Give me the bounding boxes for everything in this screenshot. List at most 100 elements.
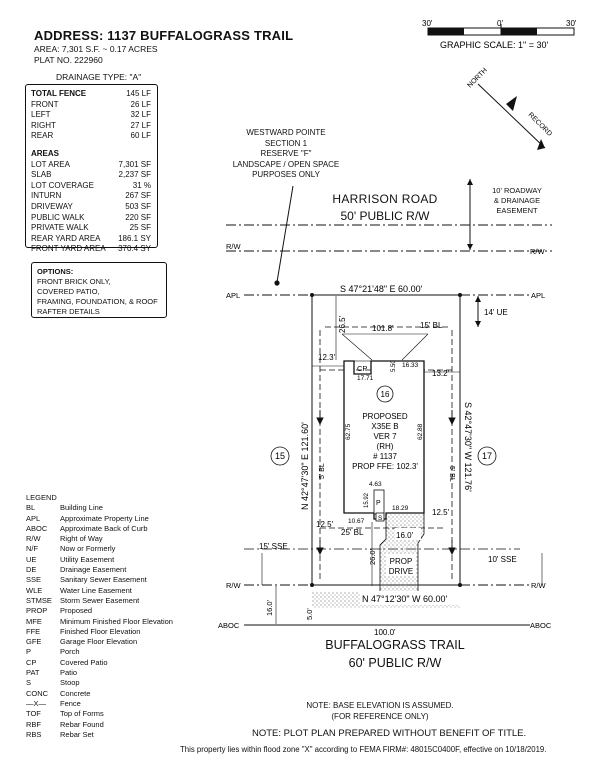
scale-tick-mid: 0' xyxy=(497,19,503,28)
legend-description: Approximate Back of Curb xyxy=(60,523,148,533)
house-label-line: X35E B xyxy=(371,422,398,431)
legend-description: Storm Sewer Easement xyxy=(60,595,140,605)
graphic-scale: 30' 0' 30' GRAPHIC SCALE: 1" = 30' xyxy=(422,19,577,50)
dim-1592: 15.92 xyxy=(364,492,370,508)
option-line: FRAMING, FOUNDATION, & ROOF xyxy=(37,297,158,306)
dim-1829: 18.29 xyxy=(392,505,409,512)
south-street-name: BUFFALOGRASS TRAIL xyxy=(325,638,465,652)
legend-description: Utility Easement xyxy=(60,554,115,564)
north-street-name: HARRISON ROAD xyxy=(332,192,438,206)
house-label-line: PROPOSED xyxy=(362,412,408,421)
area-row: INTURN 267 SF xyxy=(31,191,151,202)
scale-label: GRAPHIC SCALE: 1" = 30' xyxy=(440,40,548,50)
legend-abbrev: —X— xyxy=(26,698,47,708)
rear-bearing: S 47°21'48" E 60.00' xyxy=(340,284,423,294)
dim-50: 5.0' xyxy=(305,608,314,620)
legend-abbrev: CP xyxy=(26,657,37,667)
fence-key: FRONT xyxy=(31,99,59,109)
dim-160a: 16.0' xyxy=(396,531,414,540)
area-value: 186.1 SY xyxy=(118,233,151,243)
lot-number: 16 xyxy=(381,390,390,399)
area-key: LOT COVERAGE xyxy=(31,180,94,190)
lot-number-circle xyxy=(376,385,394,403)
area-value: 503 SF xyxy=(125,201,151,211)
dim-1000: 100.0' xyxy=(374,628,396,637)
reserve-note-line: PURPOSES ONLY xyxy=(252,170,320,179)
option-line: RAFTER DETAILS xyxy=(37,307,100,316)
dim-160b: 16.0' xyxy=(265,599,274,616)
legend-description: Right of Way xyxy=(60,534,103,544)
legend-abbrev: STMSE xyxy=(26,595,52,605)
legend-item: STMSE Storm Sewer Easement xyxy=(26,596,173,606)
legend-abbrev: TOF xyxy=(26,709,41,719)
elevation-note: NOTE: BASE ELEVATION IS ASSUMED. (FOR REF… xyxy=(290,700,470,722)
legend-description: Porch xyxy=(60,647,80,657)
dim-101: 101.8' xyxy=(372,324,394,333)
dim-123: 12.3' xyxy=(318,353,336,362)
area-value: 267 SF xyxy=(125,191,151,201)
bl5-right: 5' BL xyxy=(448,466,455,482)
porch-label: P xyxy=(376,500,381,507)
drive-label-1: PROP xyxy=(390,557,413,566)
elevation-note-line: NOTE: BASE ELEVATION IS ASSUMED. xyxy=(306,701,454,710)
dim-132: 13.2' xyxy=(432,369,450,378)
legend-abbrev: S xyxy=(26,678,32,688)
legend-description: Patio xyxy=(60,668,78,678)
dim-265: 26.5' xyxy=(338,315,347,333)
north-arrow: NORTH RECORD xyxy=(466,67,553,150)
legend-abbrev: DE xyxy=(26,565,37,575)
house-label-line: VER 7 xyxy=(373,432,397,441)
lot-area: AREA: 7,301 S.F. ~ 0.17 ACRES xyxy=(34,44,158,54)
stoop xyxy=(375,512,385,522)
easement-line: 10' ROADWAY xyxy=(492,186,542,195)
easement-line: & DRAINAGE xyxy=(493,196,541,205)
area-row: DRIVEWAY 503 SF xyxy=(31,202,151,213)
drive-label-2: DRIVE xyxy=(389,567,413,576)
front-bearing: N 47°12'30" W 60.00' xyxy=(362,594,448,604)
reserve-note-line: LANDSCAPE / OPEN SPACE xyxy=(232,159,340,169)
option-line: FRONT BRICK ONLY, xyxy=(37,277,111,286)
legend-item: RBS Rebar Set xyxy=(26,730,173,740)
legend-description: Rebar Set xyxy=(60,729,94,739)
area-value: 370.4 SY xyxy=(118,244,151,254)
legend-description: Covered Patio xyxy=(60,657,108,667)
legend-description: Top of Forms xyxy=(60,709,104,719)
legend-description: Now or Formerly xyxy=(60,544,116,554)
fence-value: 60 LF xyxy=(130,131,151,141)
area-key: DRIVEWAY xyxy=(31,201,73,211)
dim-6288: 62.88 xyxy=(417,423,424,440)
legend-abbrev: ABOC xyxy=(26,523,48,533)
bl25: 25' BL xyxy=(341,528,364,537)
area-key: FRONT YARD AREA xyxy=(31,244,106,254)
area-key: INTURN xyxy=(31,191,62,201)
legend-abbrev: RBS xyxy=(26,729,42,739)
areas-title: AREAS xyxy=(31,148,60,158)
north-label: NORTH xyxy=(466,67,488,89)
legend-description: Minimum Finished Floor Elevation xyxy=(60,616,173,626)
legend-description: Proposed xyxy=(60,606,93,616)
elevation-note-line: (FOR REFERENCE ONLY) xyxy=(331,712,429,721)
area-value: 2,237 SF xyxy=(118,170,151,180)
drainage-type: DRAINAGE TYPE: "A" xyxy=(56,72,142,82)
dim-15bl: 15' BL xyxy=(420,321,443,330)
scale-tick-left: 30' xyxy=(422,19,433,28)
legend-description: Sanitary Sewer Easement xyxy=(60,575,147,585)
